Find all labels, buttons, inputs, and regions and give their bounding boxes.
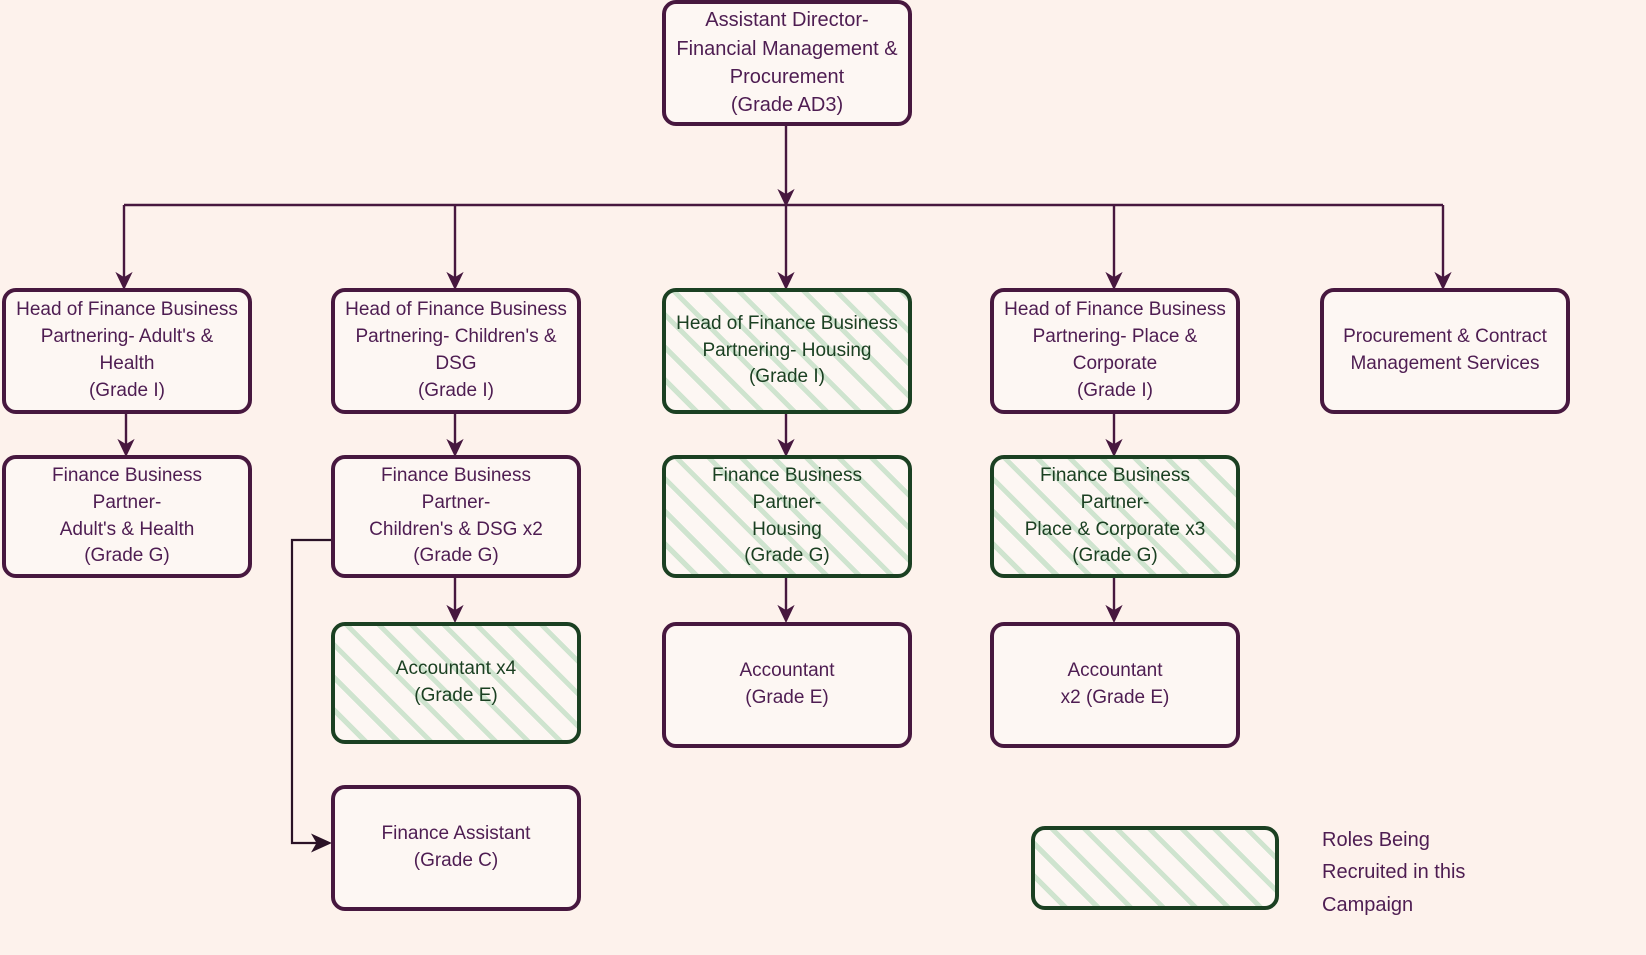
legend-recruiting-swatch (1031, 826, 1279, 910)
node-label: Head of Finance Business Partnering- Adu… (16, 299, 238, 401)
node-label: Accountant x2 (Grade E) (1060, 660, 1170, 708)
node-head-finance-children-dsg[interactable]: Head of Finance Business Partnering- Chi… (331, 288, 581, 414)
node-assistant-director[interactable]: Assistant Director- Financial Management… (662, 0, 912, 126)
node-label: Head of Finance Business Partnering- Hou… (676, 312, 898, 388)
node-label: Assistant Director- Financial Management… (676, 9, 898, 117)
node-label: Finance Business Partner- Adult's & Heal… (52, 464, 202, 567)
node-label: Accountant x4 (Grade E) (395, 658, 517, 706)
node-label: Head of Finance Business Partnering- Chi… (345, 299, 567, 401)
node-label: Procurement & Contract Management Servic… (1343, 326, 1547, 374)
node-label: Finance Business Partner- Children's & D… (369, 464, 543, 567)
node-label: Head of Finance Business Partnering- Pla… (1004, 299, 1226, 401)
edge-fbp-children-to-finance-assistant (290, 538, 332, 853)
node-label: Finance Business Partner- Place & Corpor… (1024, 464, 1206, 567)
node-head-finance-adults-health[interactable]: Head of Finance Business Partnering- Adu… (2, 288, 252, 414)
node-head-finance-housing[interactable]: Head of Finance Business Partnering- Hou… (662, 288, 912, 414)
node-finance-assistant[interactable]: Finance Assistant (Grade C) (331, 785, 581, 911)
node-accountant-children-dsg[interactable]: Accountant x4 (Grade E) (331, 622, 581, 744)
node-label: Accountant (Grade E) (739, 660, 835, 708)
node-fbp-adults-health[interactable]: Finance Business Partner- Adult's & Heal… (2, 455, 252, 578)
node-fbp-housing[interactable]: Finance Business Partner- Housing (Grade… (662, 455, 912, 578)
node-fbp-children-dsg[interactable]: Finance Business Partner- Children's & D… (331, 455, 581, 578)
node-accountant-place-corporate[interactable]: Accountant x2 (Grade E) (990, 622, 1240, 748)
node-procurement-contract-management[interactable]: Procurement & Contract Management Servic… (1320, 288, 1570, 414)
node-label: Finance Business Partner- Housing (Grade… (712, 464, 862, 567)
node-accountant-housing[interactable]: Accountant (Grade E) (662, 622, 912, 748)
node-head-finance-place-corporate[interactable]: Head of Finance Business Partnering- Pla… (990, 288, 1240, 414)
legend-recruiting-label: Roles Being Recruited in this Campaign (1322, 829, 1466, 916)
node-fbp-place-corporate[interactable]: Finance Business Partner- Place & Corpor… (990, 455, 1240, 578)
node-label: Finance Assistant (Grade C) (381, 823, 531, 871)
